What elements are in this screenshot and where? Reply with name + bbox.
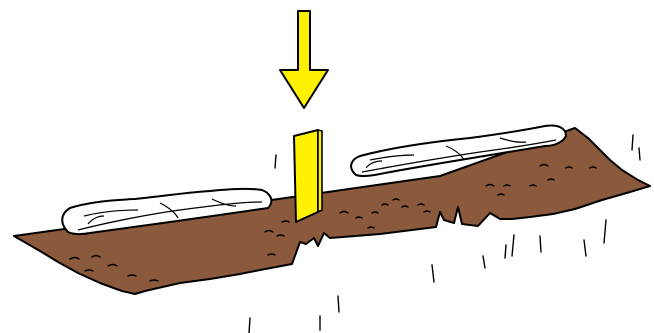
- down-arrow: [279, 10, 329, 109]
- yellow-stake: [293, 128, 323, 223]
- ground-tick-marks: [248, 134, 641, 333]
- sandbag-left: [61, 187, 273, 236]
- sandbag-right: [350, 124, 567, 178]
- soil-strip: [13, 127, 651, 295]
- soil-texture: [69, 163, 597, 282]
